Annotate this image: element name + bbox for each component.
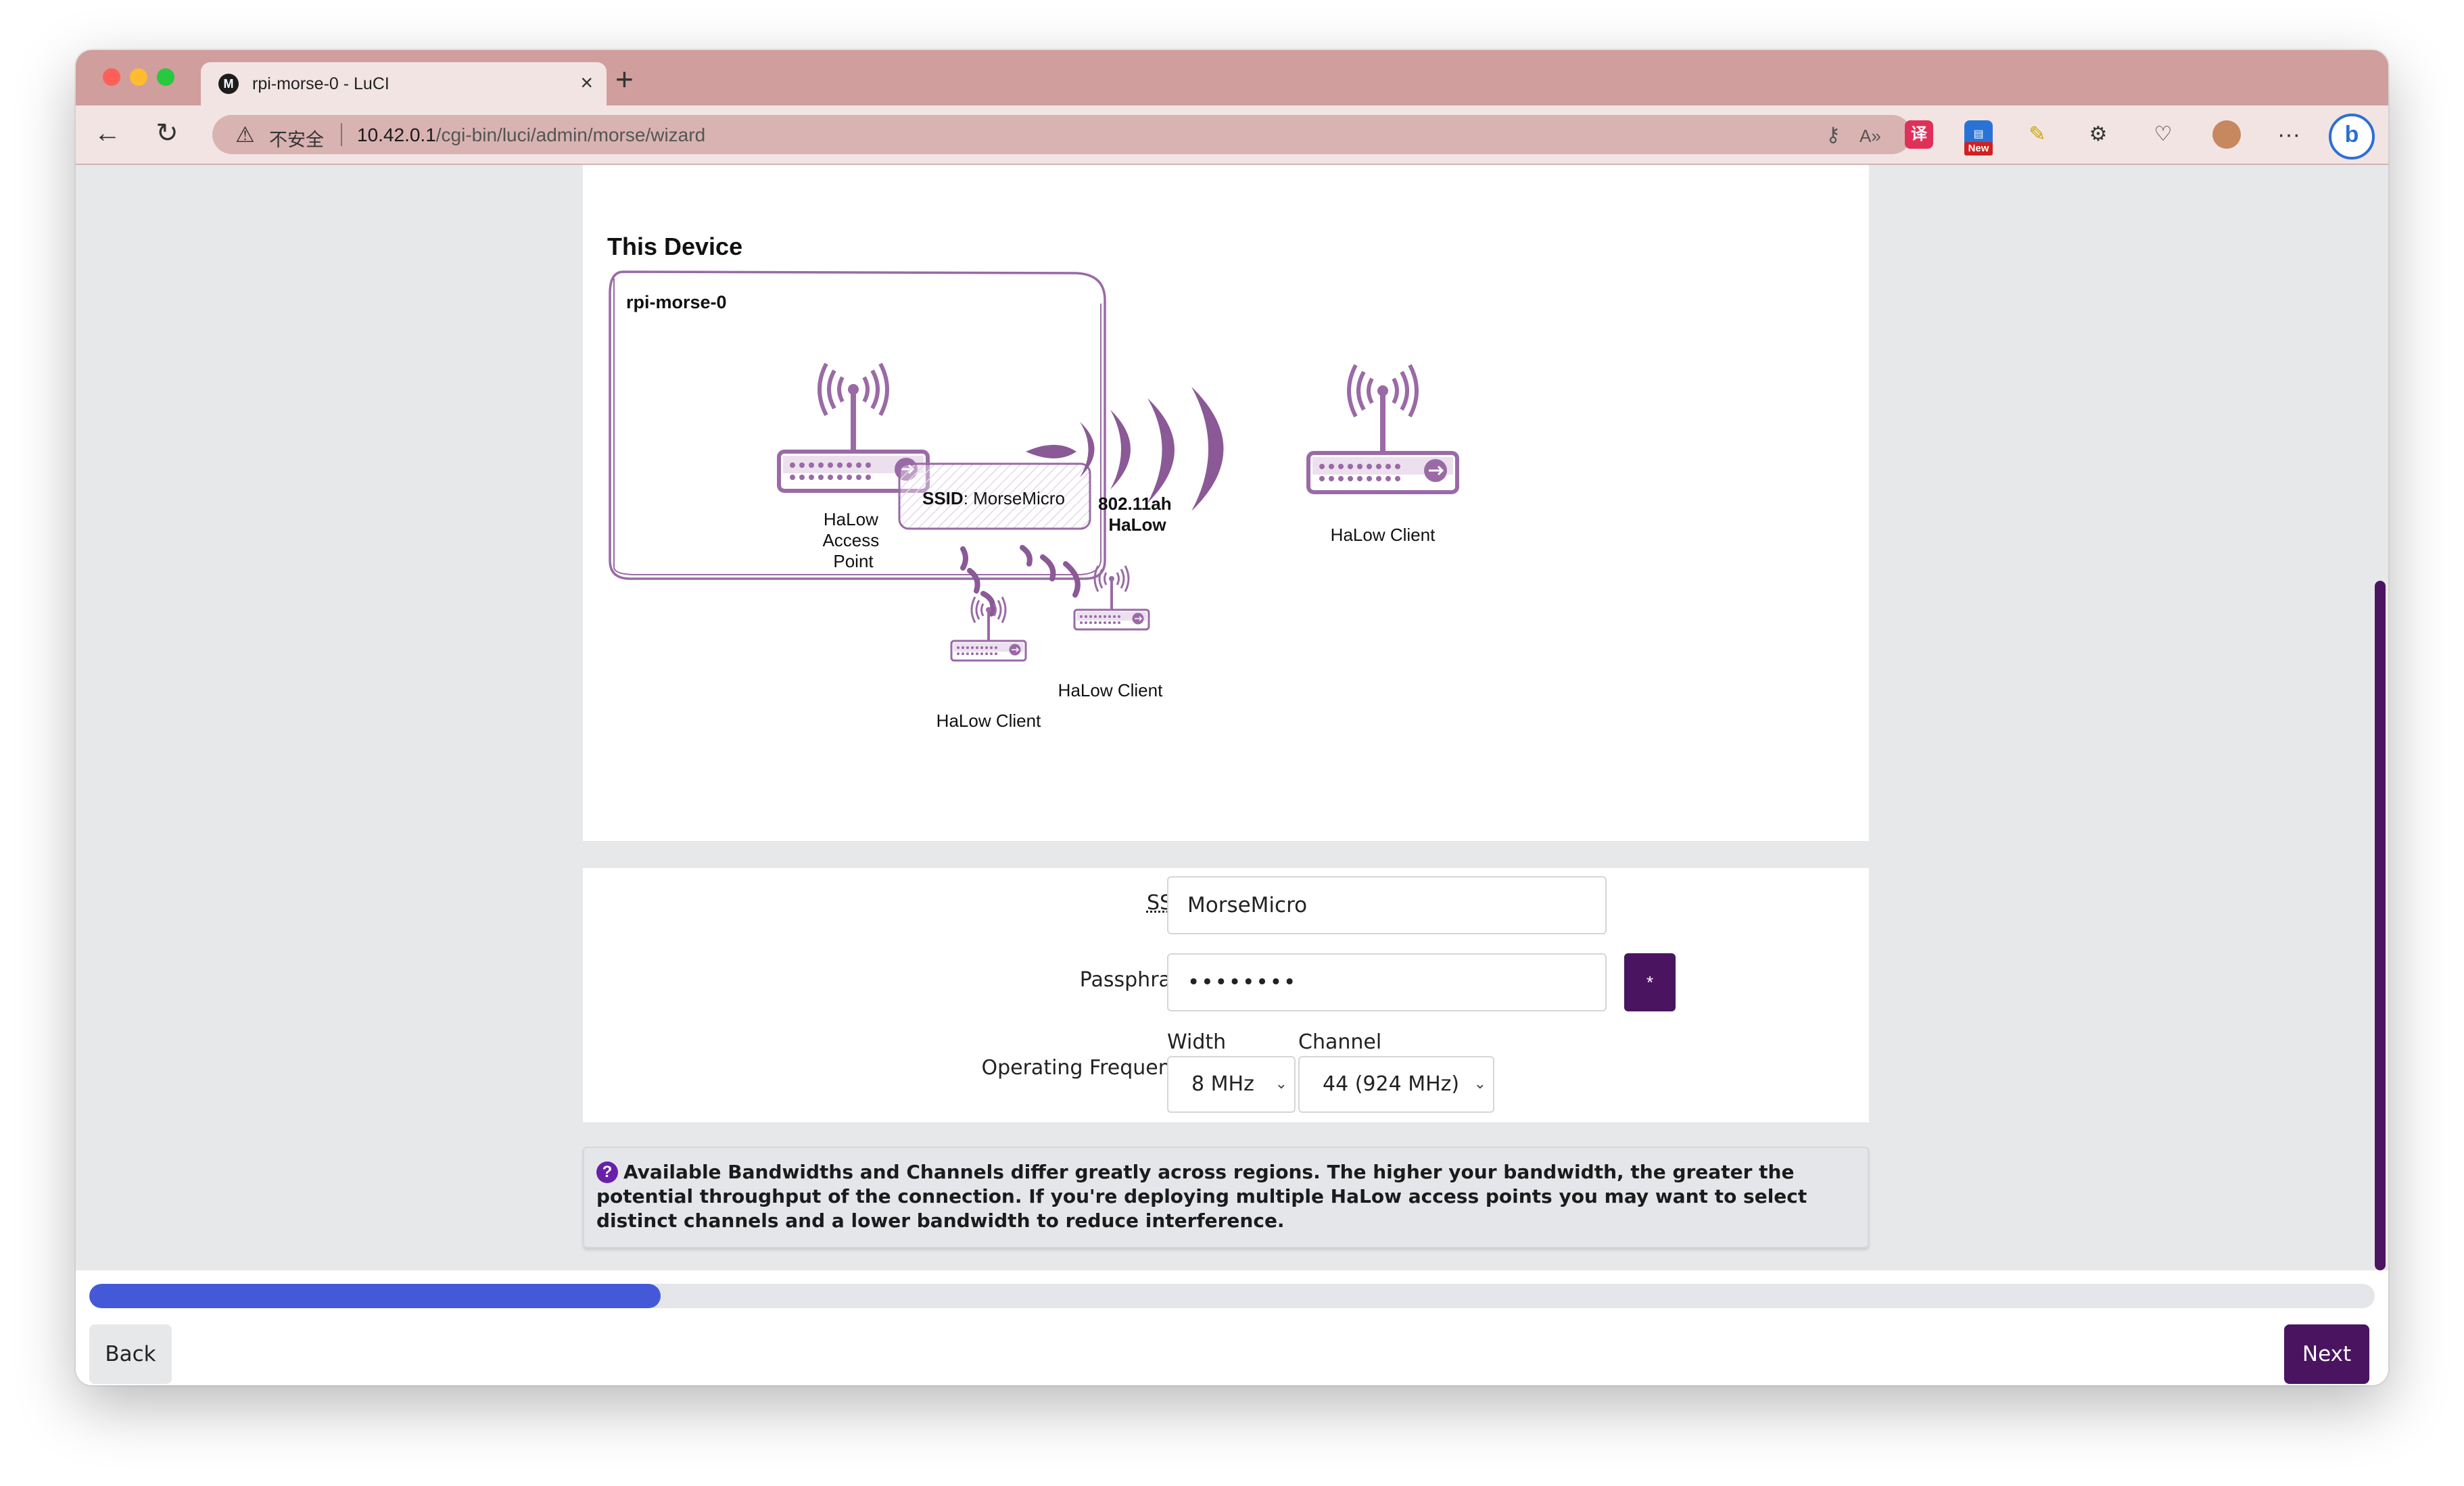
- local-client-label-2: HaLow Client: [1058, 680, 1163, 700]
- browser-tab[interactable]: M rpi-morse-0 - LuCI ×: [201, 62, 607, 105]
- operating-frequency-label: Operating Frequency: [981, 1056, 1194, 1080]
- address-divider: [341, 123, 342, 146]
- profile-avatar[interactable]: [2212, 120, 2241, 149]
- health-extension-icon[interactable]: ♡: [2154, 123, 2173, 145]
- back-arrow-icon[interactable]: ←: [94, 118, 121, 148]
- back-button[interactable]: Back: [89, 1324, 172, 1384]
- ssid-box-value: : MorseMicro: [964, 488, 1065, 508]
- remote-client-router-icon: [1308, 365, 1457, 492]
- warning-icon: ⚠: [235, 122, 255, 147]
- tab-close-icon[interactable]: ×: [580, 70, 593, 95]
- ap-label: HaLow Access Point: [822, 509, 884, 571]
- url-path: /cgi-bin/luci/admin/morse/wizard: [435, 124, 706, 145]
- title-bar: M rpi-morse-0 - LuCI × +: [76, 50, 2388, 105]
- channel-label: Channel: [1298, 1030, 1382, 1054]
- luci-favicon-icon: M: [218, 74, 239, 94]
- wireless-waves-icon: [1026, 387, 1224, 511]
- passphrase-label: Passphrase: [1079, 968, 1194, 992]
- link-label-line-2: HaLow: [1108, 514, 1166, 535]
- local-client-router-icon-1: [950, 596, 1027, 662]
- page-content: This Device: [76, 165, 2388, 1270]
- width-label: Width: [1167, 1030, 1227, 1054]
- help-question-icon: ?: [596, 1161, 618, 1183]
- url-host: 10.42.0.1: [357, 124, 436, 145]
- network-diagram: rpi-morse-0 HaLow Access Point SSID: Mor…: [609, 270, 1869, 731]
- folder-extension-icon[interactable]: ✎: [2029, 123, 2046, 145]
- help-text: Available Bandwidths and Channels differ…: [596, 1161, 1807, 1232]
- new-badge: New: [1964, 142, 1993, 155]
- device-box-label: rpi-morse-0: [626, 292, 727, 312]
- ssid-label: SSID: [856, 891, 1194, 915]
- reload-icon[interactable]: ↻: [156, 118, 179, 148]
- more-menu-icon[interactable]: ···: [2277, 122, 2300, 147]
- new-tab-icon[interactable]: +: [615, 62, 634, 97]
- link-label-line-1: 802.11ah: [1098, 494, 1171, 514]
- bandwidth-help-note: ? Available Bandwidths and Channels diff…: [583, 1147, 1869, 1248]
- new-extension-icon[interactable]: ▤New: [1964, 120, 1993, 155]
- ap-label-line-2: Access: [822, 530, 879, 550]
- reveal-passphrase-button[interactable]: *: [1624, 953, 1676, 1011]
- chevron-down-icon: ⌄: [1473, 1076, 1486, 1093]
- local-client-router-icon-2: [1073, 565, 1150, 631]
- width-select-value: 8 MHz: [1191, 1072, 1254, 1096]
- diagram-title: This Device: [607, 233, 743, 260]
- page-scrollbar[interactable]: [2375, 581, 2386, 1270]
- link-label: 802.11ah HaLow: [1098, 494, 1177, 535]
- key-icon[interactable]: ⚷: [1826, 124, 1841, 146]
- zoom-window-button[interactable]: [157, 68, 174, 86]
- browser-toolbar: ← ↻ ⚠ 不安全 10.42.0.1/cgi-bin/luci/admin/m…: [76, 105, 2388, 165]
- translate-extension-icon[interactable]: 译: [1905, 120, 1933, 149]
- ssid-input[interactable]: MorseMicro: [1167, 876, 1607, 934]
- tab-title: rpi-morse-0 - LuCI: [252, 74, 389, 93]
- ssid-box-label: SSID: MorseMicro: [922, 488, 1065, 508]
- read-aloud-icon[interactable]: A»: [1859, 126, 1881, 146]
- chevron-down-icon: ⌄: [1275, 1076, 1287, 1093]
- device-boundary: [609, 270, 1106, 580]
- width-select[interactable]: 8 MHz ⌄: [1167, 1056, 1296, 1113]
- close-window-button[interactable]: [103, 68, 120, 86]
- minimize-window-button[interactable]: [130, 68, 147, 86]
- wizard-footer: Back Next: [76, 1270, 2388, 1385]
- local-client-label-1: HaLow Client: [937, 711, 1041, 731]
- bing-chat-icon[interactable]: b: [2329, 114, 2375, 160]
- wifi-settings-form: SSID MorseMicro Passphrase •••••••• * Op…: [583, 868, 1869, 1122]
- remote-client-label: HaLow Client: [1331, 525, 1436, 545]
- channel-select-value: 44 (924 MHz): [1323, 1072, 1460, 1096]
- passphrase-input[interactable]: ••••••••: [1167, 953, 1607, 1011]
- local-waves-icon: [960, 545, 1081, 617]
- ap-label-line-1: HaLow: [824, 509, 878, 529]
- address-bar[interactable]: ⚠ 不安全 10.42.0.1/cgi-bin/luci/admin/morse…: [212, 115, 1921, 154]
- next-button[interactable]: Next: [2284, 1324, 2369, 1384]
- wizard-progress-bar: [89, 1284, 2375, 1308]
- address-url[interactable]: 10.42.0.1/cgi-bin/luci/admin/morse/wizar…: [357, 124, 705, 146]
- network-diagram-card: This Device: [583, 165, 1869, 841]
- browser-window: M rpi-morse-0 - LuCI × + ← ↻ ⚠ 不安全 10.42…: [76, 50, 2388, 1385]
- ssid-box: [898, 462, 1091, 530]
- ap-label-line-3: Point: [833, 551, 874, 571]
- extensions-puzzle-icon[interactable]: ⚙: [2089, 123, 2108, 145]
- wizard-progress-fill: [89, 1284, 661, 1308]
- channel-select[interactable]: 44 (924 MHz) ⌄: [1298, 1056, 1494, 1113]
- ssid-box-key: SSID: [922, 488, 964, 508]
- security-label: 不安全: [269, 130, 324, 150]
